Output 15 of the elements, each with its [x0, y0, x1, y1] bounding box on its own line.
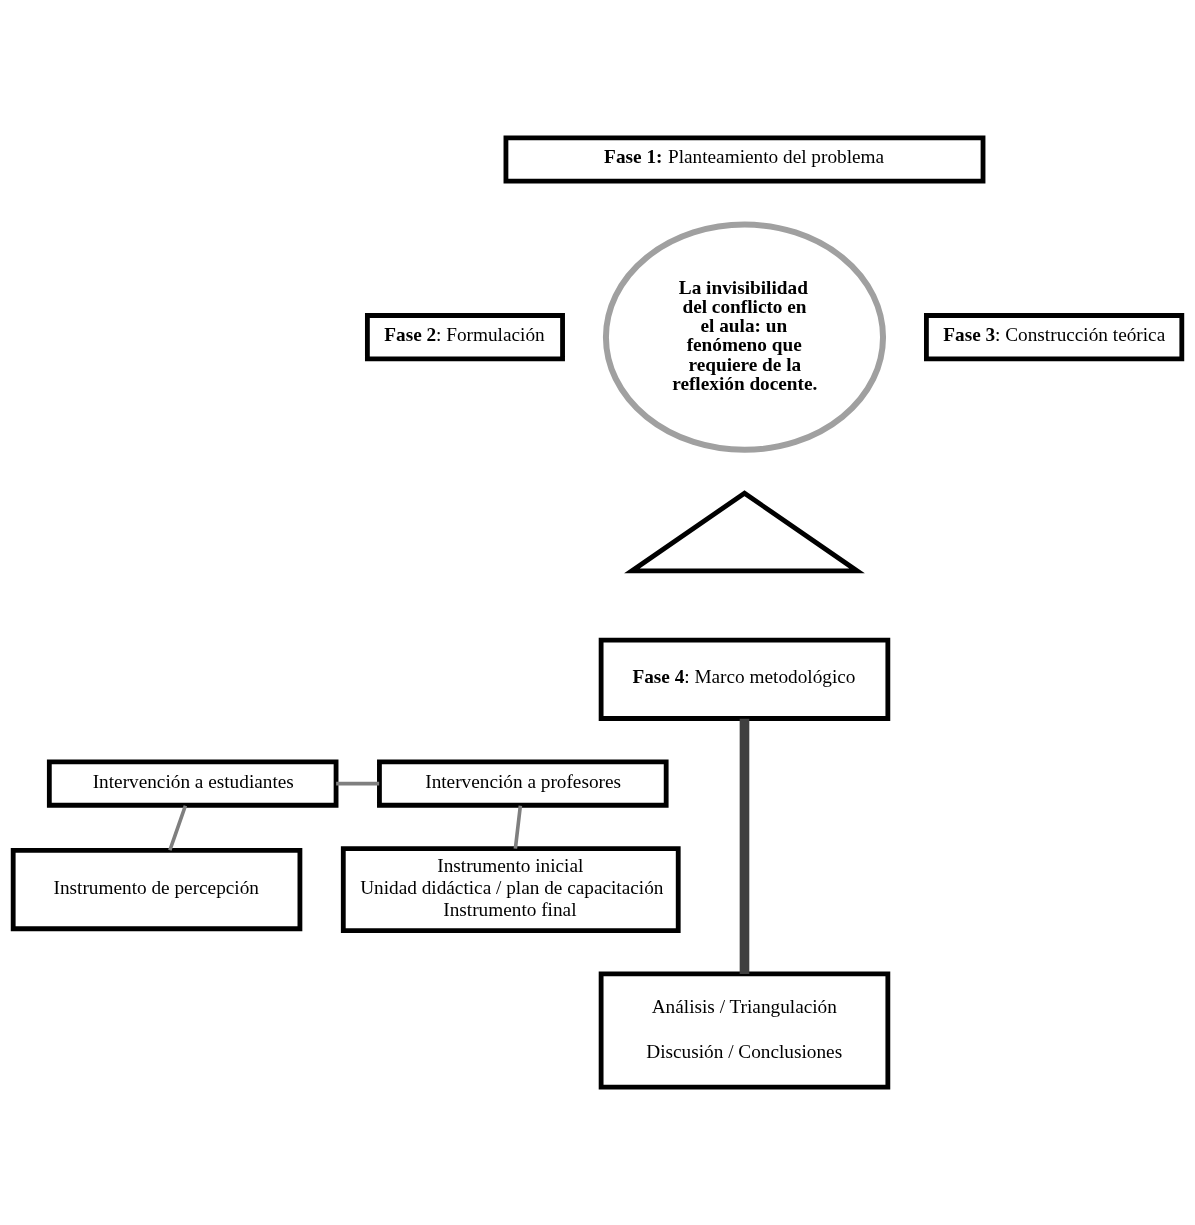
connector [739, 718, 750, 974]
connector [513, 805, 523, 849]
connector [168, 805, 188, 851]
node-box: Fase 4: Marco metodológico [598, 637, 891, 721]
node-box: Intervención a estudiantes [46, 759, 339, 808]
node-box: Instrumento inicial Unidad didáctica / plan de capacitación Instrumento final [340, 846, 681, 933]
node-box: Fase 2: Formulación [364, 313, 565, 362]
node-triangle [624, 490, 865, 574]
connector [336, 781, 380, 786]
node-box: Intervención a profesores [377, 759, 669, 808]
node-box: Instrumento de percepción [10, 848, 303, 932]
node-box: Fase 1: Planteamiento del problema [503, 135, 986, 184]
node-box: Análisis / Triangulación Discusión / Conclusiones [598, 971, 891, 1090]
node-box: Fase 3: Construcción teórica [924, 313, 1185, 362]
node-ellipse: La invisibilidad del conflicto en el aula: un fenómeno que requiere de la reflexión docente. [602, 221, 887, 453]
